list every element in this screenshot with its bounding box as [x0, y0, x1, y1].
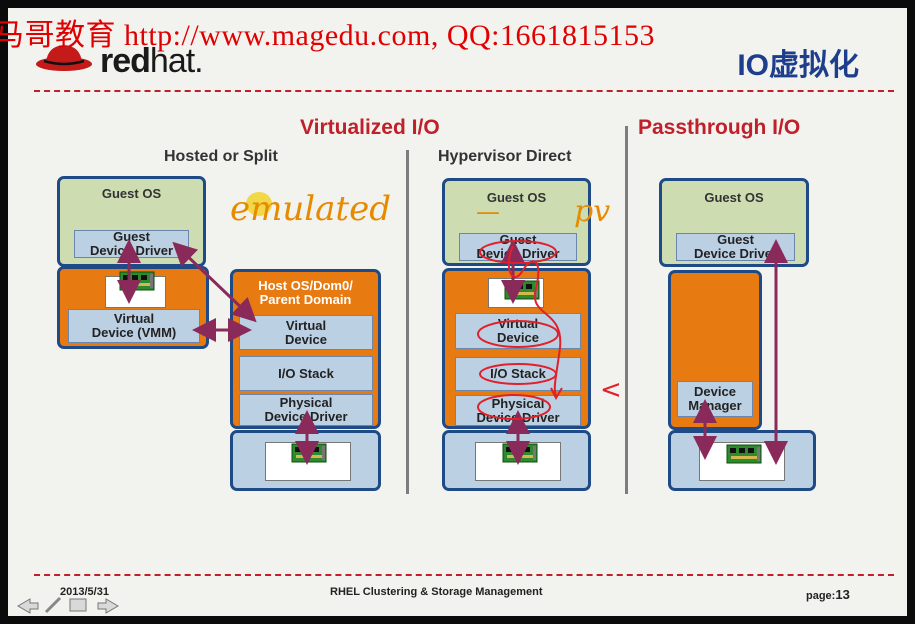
column-separator-2 [625, 126, 628, 494]
logo-bold: red [100, 42, 151, 80]
pt-guest-driver-line2: Device Driver [693, 246, 778, 261]
footer-page: page:13 [806, 587, 850, 602]
pen-icon[interactable] [44, 596, 62, 614]
host-phys-line1: Physical [279, 395, 333, 410]
vdev-vmm-line2: Device (VMM) [91, 325, 177, 340]
guest-os-label: Guest OS [101, 186, 162, 201]
back-nav-icon[interactable] [17, 598, 39, 614]
pt-devmgr-line1: Device [694, 384, 736, 399]
direct-phys-line1: Physical [491, 395, 545, 411]
direct-io-stack: I/O Stack [455, 357, 581, 391]
direct-vdev-line2: Device [497, 330, 539, 345]
footer-date: 2013/5/31 [60, 586, 109, 598]
slide: redhat. IO虚拟化 Virtualized I/O Passthroug… [8, 8, 907, 616]
column-direct-title: Hypervisor Direct [438, 148, 572, 165]
column-hosted-title: Hosted or Split [164, 148, 278, 165]
host-vdev-line2: Device [285, 331, 327, 347]
bottom-divider [34, 574, 894, 576]
nav-controls [17, 596, 119, 614]
direct-vdev-line1: Virtual [497, 316, 539, 331]
logo-text: redhat. [100, 42, 204, 81]
footer-page-label: page: [806, 590, 836, 602]
menu-icon[interactable] [69, 598, 87, 612]
section-virtualized-io: Virtualized I/O [300, 116, 440, 139]
annotation-emulated: emulated [230, 189, 391, 229]
pt-guest-os-label: Guest OS [704, 190, 764, 205]
footer-title: RHEL Clustering & Storage Management [330, 586, 543, 598]
redhat-logo-icon [36, 45, 92, 71]
host-vdev-line1: Virtual [285, 317, 327, 333]
host-os-line2: Parent Domain [259, 292, 352, 307]
host-virtual-device: Virtual Device [239, 315, 373, 350]
vdev-vmm-line1: Virtual [113, 311, 155, 326]
host-os-line1: Host OS/Dom0/ [258, 278, 353, 293]
direct-guest-os-label: Guest OS [486, 190, 547, 205]
watermark: 马哥教育 http://www.magedu.com, QQ:166181515… [0, 19, 656, 52]
annotation-dash: — [476, 198, 500, 226]
top-divider [34, 90, 894, 92]
host-os-dom0-box: Host OS/Dom0/ Parent Domain Virtual Devi… [230, 269, 381, 429]
diagram-overlay: emulated — pv < [117, 189, 788, 465]
annotation-pv: pv [574, 194, 610, 229]
host-os-label: Host OS/Dom0/ Parent Domain [233, 279, 378, 307]
annotation-arrow: < [600, 375, 622, 405]
logo-thin: hat. [149, 42, 204, 80]
pt-guest-driver-line1: Guest [717, 232, 754, 247]
footer-page-number: 13 [835, 587, 850, 602]
section-passthrough-io: Passthrough I/O [638, 116, 801, 139]
slide-title: IO虚拟化 [737, 49, 859, 82]
pt-guest-os-box: Guest OS Guest Device Driver [659, 178, 809, 267]
column-separator-1 [406, 150, 409, 494]
forward-nav-icon[interactable] [97, 598, 119, 614]
host-io-stack: I/O Stack [239, 356, 373, 391]
